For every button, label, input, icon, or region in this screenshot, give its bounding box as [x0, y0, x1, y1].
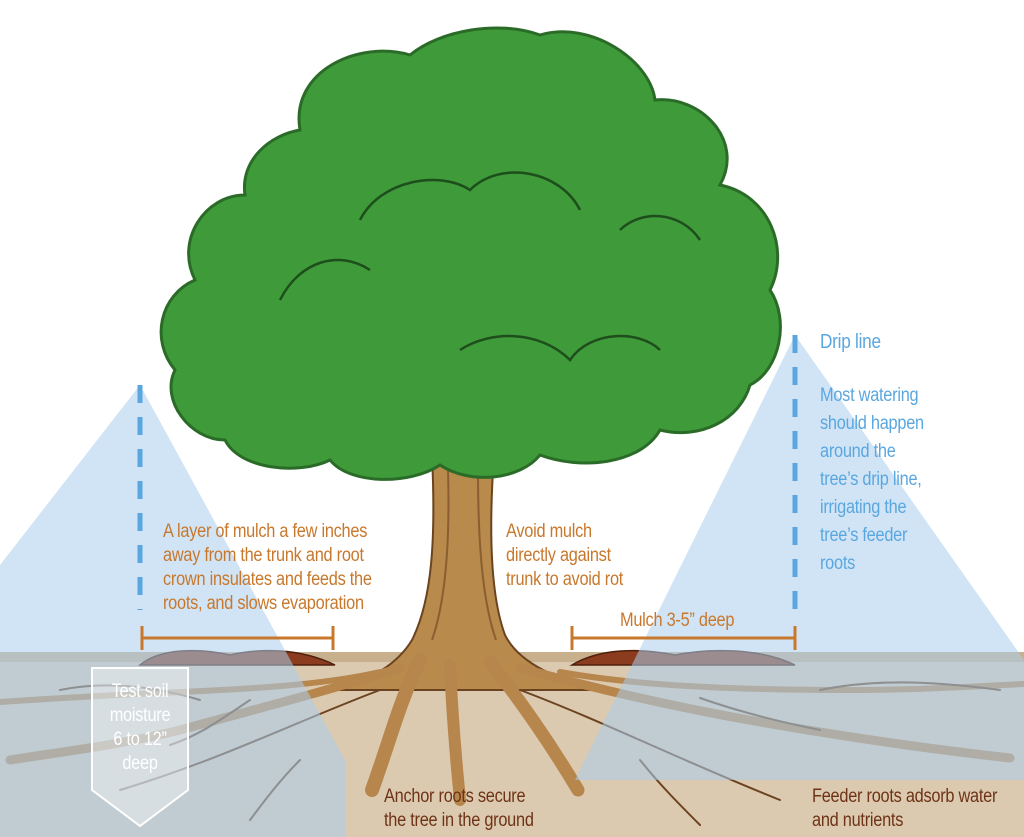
test-soil-label: Test soil moisture 6 to 12” deep [109, 681, 171, 774]
mulch-depth-label: Mulch 3-5” deep [620, 610, 735, 631]
avoid-mulch-label: Avoid mulch directly against trunk to av… [506, 521, 624, 590]
feeder-roots-label: Feeder roots adsorb water and nutrients [812, 786, 998, 831]
tree-canopy [159, 26, 782, 481]
water-zone-right [575, 335, 1024, 780]
water-zone-left [0, 385, 345, 837]
drip-line-description: Most watering should happen around the t… [820, 385, 924, 574]
mulch-bracket-left [140, 626, 335, 650]
anchor-roots-label: Anchor roots secure the tree in the grou… [384, 786, 534, 831]
test-soil-arrow [91, 667, 189, 828]
drip-line-title: Drip line [820, 331, 881, 353]
mulch-bracket-right [570, 626, 797, 650]
mulch-layer-label: A layer of mulch a few inches away from … [163, 521, 372, 614]
